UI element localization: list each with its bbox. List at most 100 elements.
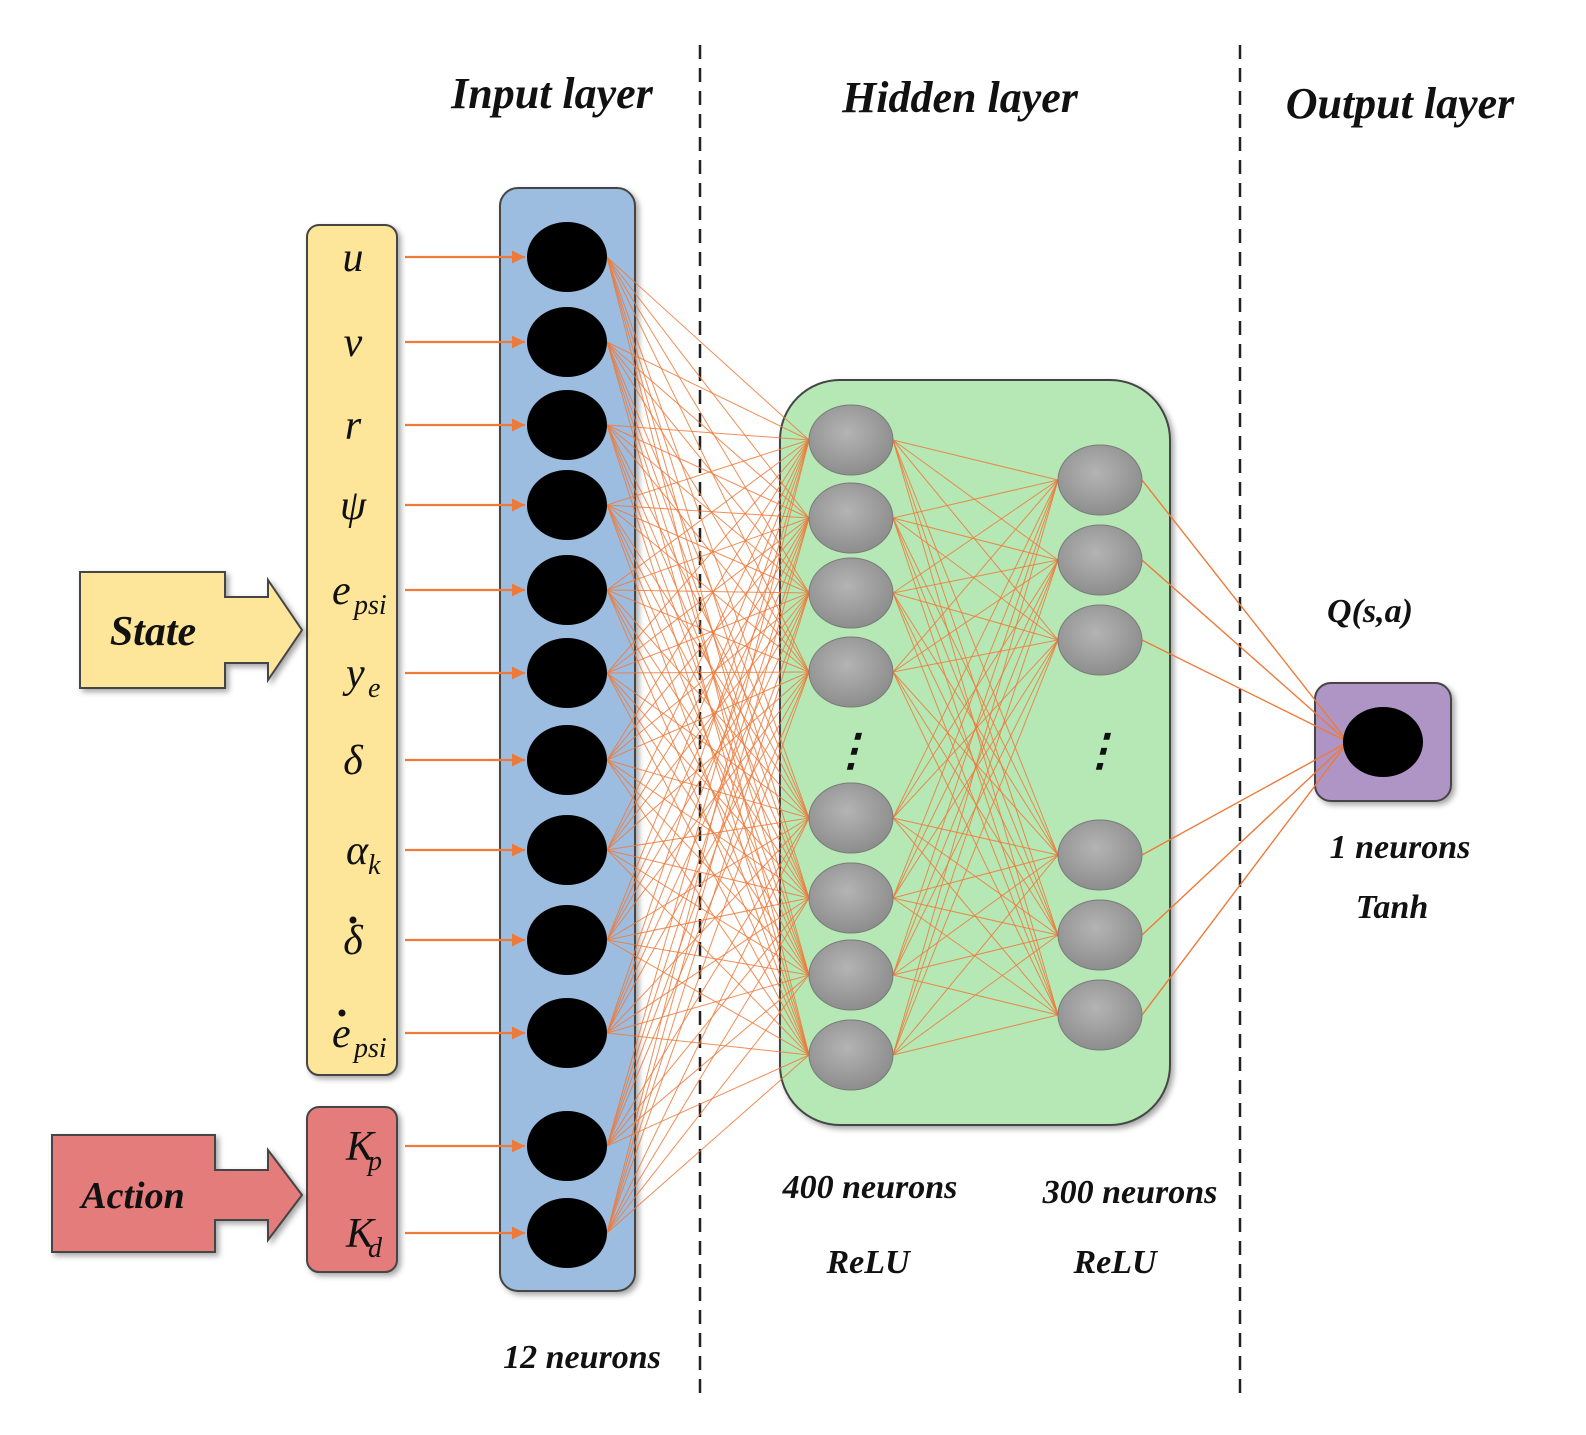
edge-hidden1-0-hidden2-0 [892,439,1059,481]
edge-hidden1-2-hidden2-3 [892,592,1059,856]
edge-input-11-hidden1-5 [606,897,810,1234]
edge-input-1-hidden1-2 [606,341,810,594]
input-label-subscript: p [366,1146,382,1177]
output-layer-heading: Output layer [1286,79,1515,128]
hidden2-activation: ReLU [1072,1244,1159,1281]
hidden1-neuron-5 [808,862,894,934]
input-label-base: K [345,1124,376,1170]
input-neuron-3 [527,470,607,540]
hidden2-neuron-4 [1057,899,1143,971]
hidden2-ellipsis: ⋮ [1078,726,1122,775]
edge-input-11-hidden1-1 [606,517,810,1234]
input-neuron-2 [527,390,607,460]
input-neuron-0 [527,222,607,292]
edge-input-1-hidden1-5 [606,341,810,899]
edge-input-11-hidden1-6 [606,974,810,1234]
state-arrow [79,571,304,689]
edge-hidden1-1-hidden2-2 [892,517,1059,641]
hidden2-neuron-3 [1057,819,1143,891]
input-label-subscript: k [368,850,381,881]
hidden1-ellipsis: ⋮ [829,726,873,775]
edge-hidden1-5-hidden2-4 [892,897,1059,936]
action-box: Action [51,1134,304,1253]
input-label-6: δ [343,738,364,784]
edge-input-1-hidden1-4 [606,341,810,819]
edge-input-7-hidden1-4 [606,817,810,851]
edge-input-10-hidden1-7 [606,1054,810,1147]
edge-input-11-hidden1-2 [606,592,810,1234]
edge-input-6-hidden1-7 [606,759,810,1056]
input-arrows [405,250,525,1240]
edge-input-10-hidden1-4 [606,817,810,1147]
hidden1-neuron-6 [808,939,894,1011]
edge-input-8-hidden1-0 [606,439,810,941]
hidden2-neuron-1 [1057,524,1143,596]
edge-input-1-hidden1-0 [606,341,810,441]
edge-hidden1-7-hidden2-5 [892,1014,1059,1056]
state-column [306,224,398,1076]
edge-input-5-hidden1-6 [606,672,810,976]
input-label-subscript: e [368,673,380,704]
edge-hidden1-2-hidden2-0 [892,479,1059,594]
edge-hidden1-3-hidden2-1 [892,559,1059,673]
input-neuron-11 [527,1198,607,1268]
edge-hidden1-3-hidden2-3 [892,671,1059,856]
edge-hidden2-5-output [1141,741,1349,1016]
input-label-base: u [343,235,364,281]
edge-hidden1-6-hidden2-0 [892,479,1059,976]
hidden1-neuron-3 [808,636,894,708]
edge-hidden2-1-output [1141,559,1349,743]
input-label-1: v [344,320,363,366]
edge-hidden2-3-output [1141,741,1349,856]
input-neuron-6 [527,725,607,795]
edge-hidden1-5-hidden2-0 [892,479,1059,899]
edge-input-9-hidden1-6 [606,974,810,1034]
edge-input-3-hidden1-2 [606,504,810,594]
edge-input-3-hidden1-1 [606,504,810,519]
edge-hidden1-0-hidden2-2 [892,439,1059,641]
edge-hidden1-1-hidden2-0 [892,479,1059,519]
input-label-11: Kd [345,1211,383,1264]
edge-input-5-hidden1-0 [606,439,810,674]
hidden1-neuron-4 [808,782,894,854]
neurons [527,222,1423,1268]
input-label-base: δ [343,918,364,964]
dot-accent [338,1009,346,1017]
action-column [306,1106,398,1273]
input-neuron-9 [527,998,607,1068]
edge-hidden1-3-hidden2-0 [892,479,1059,673]
dot-accent [349,916,357,924]
edge-input-6-hidden1-4 [606,759,810,819]
edge-input-10-hidden1-3 [606,671,810,1147]
edge-input-5-hidden1-4 [606,672,810,819]
input-label-base: y [342,651,365,697]
edge-hidden1-7-hidden2-2 [892,639,1059,1056]
edge-input-8-hidden1-3 [606,671,810,941]
edge-input-3-hidden1-6 [606,504,810,976]
edge-input-0-hidden1-5 [606,256,810,899]
edge-input-9-hidden1-7 [606,1032,810,1056]
hidden2-neuron-5 [1057,979,1143,1051]
input-label-subscript: d [368,1233,383,1264]
edge-hidden1-6-hidden2-3 [892,854,1059,976]
edge-input-6-hidden1-3 [606,671,810,761]
edge-hidden1-5-hidden2-5 [892,897,1059,1016]
edge-input-9-hidden1-2 [606,592,810,1034]
edge-hidden2-0-output [1141,479,1349,743]
edge-input-1-hidden1-1 [606,341,810,519]
input-label-8: δ [343,916,364,964]
edge-hidden1-3-hidden2-4 [892,671,1059,936]
hidden1-activation: ReLU [825,1244,912,1281]
edge-input-6-hidden1-0 [606,439,810,761]
edge-input-11-hidden1-4 [606,817,810,1234]
edge-input-3-hidden1-7 [606,504,810,1056]
edge-input-11-hidden1-0 [606,439,810,1234]
edge-input-2-hidden1-4 [606,424,810,819]
edge-input-4-hidden1-5 [606,589,810,899]
edge-hidden1-7-hidden2-0 [892,479,1059,1056]
edge-input-7-hidden1-3 [606,671,810,851]
